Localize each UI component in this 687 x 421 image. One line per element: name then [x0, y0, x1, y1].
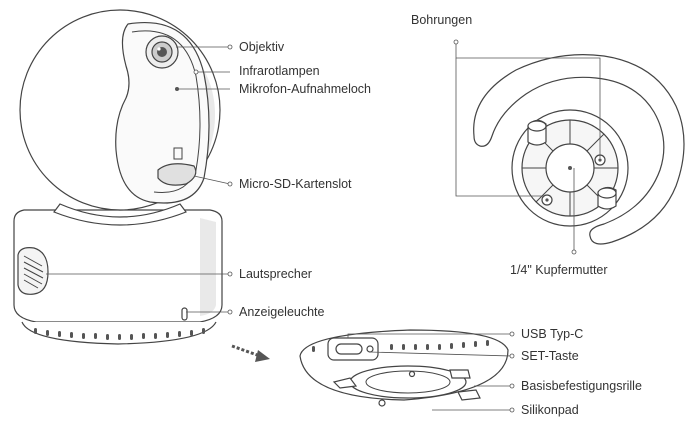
label-mount-groove: Basisbefestigungsrille	[521, 379, 642, 393]
set-button	[367, 346, 373, 352]
label-holes: Bohrungen	[411, 13, 472, 27]
label-copper-nut: 1/4" Kupfermutter	[510, 263, 608, 277]
mount-plate	[474, 55, 684, 244]
lens	[146, 36, 178, 68]
label-silicone-pad: Silikonpad	[521, 403, 579, 417]
speaker-grille	[18, 248, 48, 295]
label-mic-hole: Mikrofon-Aufnahmeloch	[239, 82, 371, 96]
copper-nut	[568, 166, 572, 170]
camera-base	[14, 210, 222, 344]
label-indicator: Anzeigeleuchte	[239, 305, 325, 319]
label-ir-lamps: Infrarotlampen	[239, 64, 320, 78]
indicator-light	[182, 308, 187, 320]
label-speaker: Lautsprecher	[239, 267, 312, 281]
direction-arrow-icon	[232, 346, 270, 362]
label-set-key: SET-Taste	[521, 349, 579, 363]
base-bottom	[232, 330, 508, 406]
camera-head	[20, 10, 220, 210]
label-sd-slot: Micro-SD-Kartenslot	[239, 177, 352, 191]
camera-illustration	[14, 10, 222, 344]
label-usb: USB Typ-C	[521, 327, 583, 341]
label-lens: Objektiv	[239, 40, 285, 54]
